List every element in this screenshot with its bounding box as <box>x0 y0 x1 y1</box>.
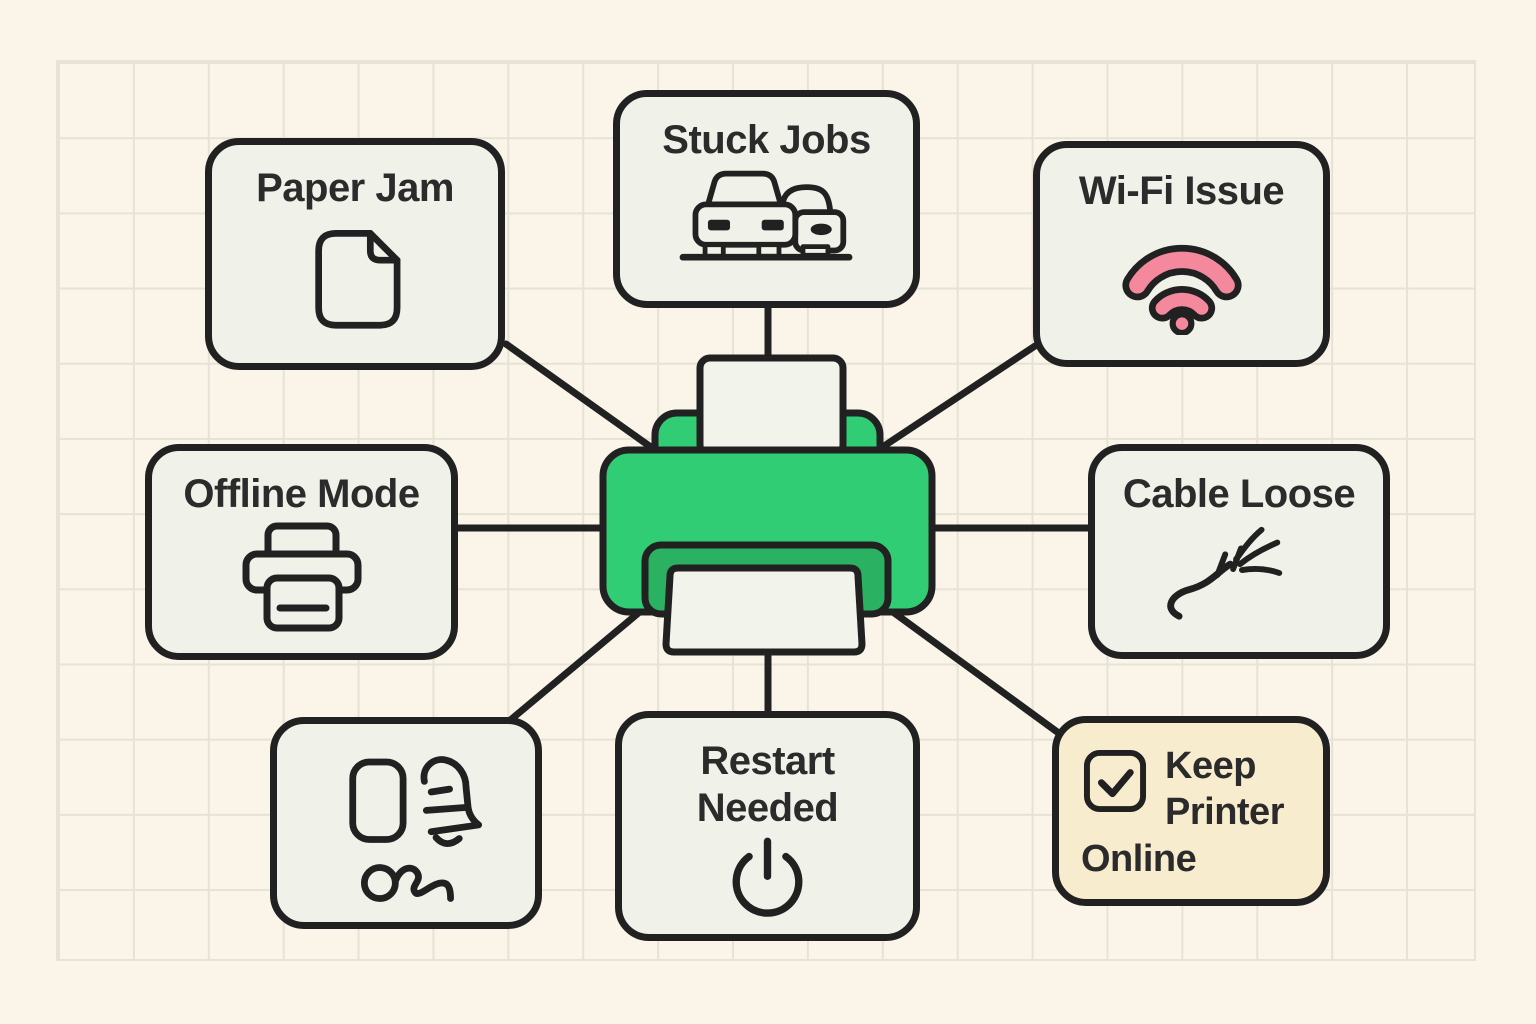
printer-outline-icon <box>242 522 361 632</box>
printer-output-paper <box>662 564 866 656</box>
checkbox-check-icon <box>1083 749 1147 813</box>
node-paper-jam: Paper Jam <box>205 138 505 370</box>
connector-line <box>874 342 1039 454</box>
squiggle-cable-icon <box>360 864 454 902</box>
wifi-icon <box>1121 245 1242 336</box>
node-alerts <box>270 717 542 929</box>
connector-line <box>504 606 646 726</box>
connector-line <box>889 608 1064 738</box>
printer-paper-sheet <box>696 354 847 459</box>
printer-illustration <box>599 354 936 656</box>
node-label: Stuck Jobs <box>662 118 871 162</box>
node-keep-printer-online: Keep Printer Online <box>1052 716 1330 906</box>
node-restart-needed: Restart Needed <box>615 711 920 941</box>
bell-icon <box>420 756 483 847</box>
frayed-cable-icon <box>1167 527 1283 620</box>
node-label: Offline Mode <box>183 472 420 516</box>
node-offline-mode: Offline Mode <box>145 444 458 660</box>
power-icon <box>732 838 803 918</box>
node-label: Restart Needed <box>696 739 839 831</box>
document-icon <box>315 230 401 329</box>
node-label: Wi-Fi Issue <box>1078 169 1285 213</box>
node-label: Keep Printer Online <box>1081 745 1284 880</box>
connector-line <box>502 340 659 454</box>
node-label: Paper Jam <box>256 166 454 210</box>
rounded-card-icon <box>349 758 407 843</box>
node-wifi-issue: Wi-Fi Issue <box>1033 141 1330 367</box>
node-label: Cable Loose <box>1122 472 1356 516</box>
node-stuck-jobs: Stuck Jobs <box>613 90 920 308</box>
node-cable-loose: Cable Loose <box>1088 444 1390 659</box>
traffic-cars-icon <box>679 170 853 261</box>
phone-bell-squiggle-icons <box>349 756 483 902</box>
